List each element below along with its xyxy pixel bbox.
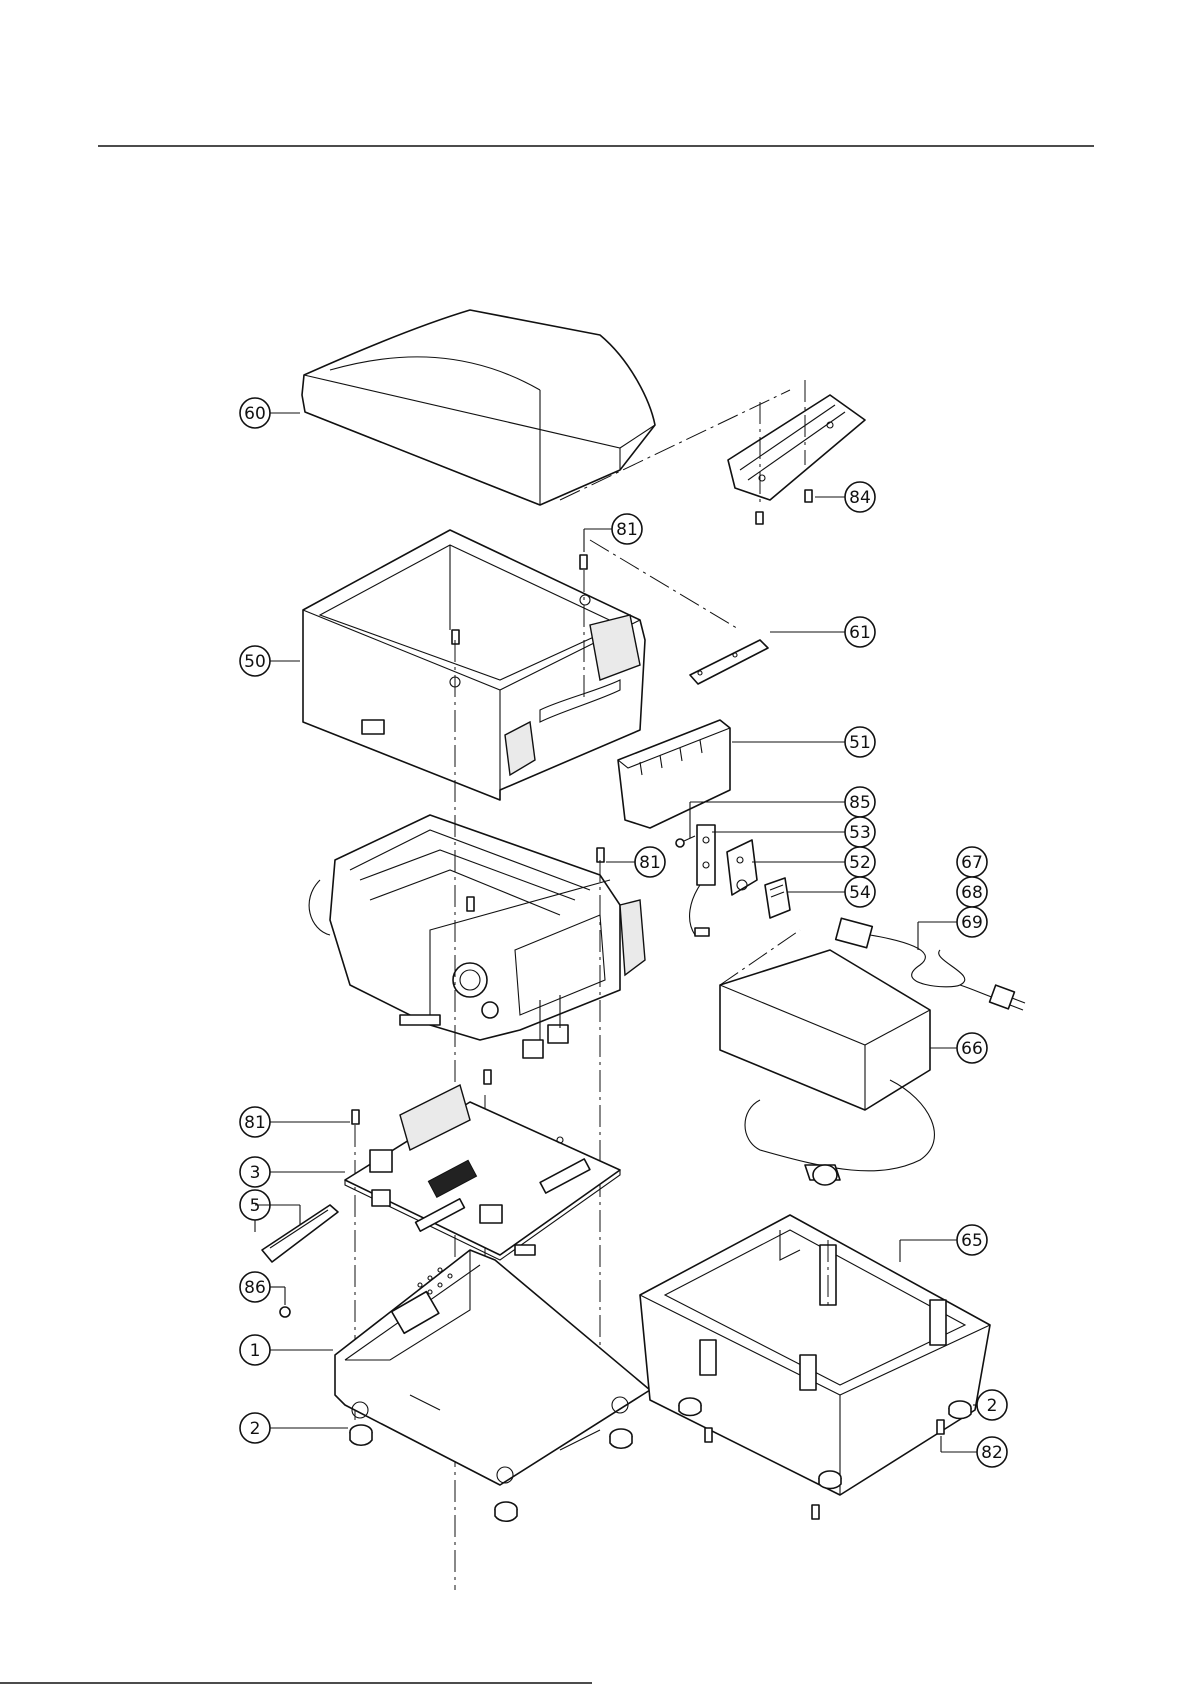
svg-text:81: 81 xyxy=(244,1113,266,1133)
svg-text:85: 85 xyxy=(849,793,871,813)
callout-82: 82 xyxy=(941,1436,1007,1467)
svg-text:60: 60 xyxy=(244,404,266,424)
callout-3: 3 xyxy=(240,1157,345,1187)
svg-text:2: 2 xyxy=(250,1419,261,1439)
svg-text:5: 5 xyxy=(250,1196,261,1216)
callout-86: 86 xyxy=(240,1272,285,1305)
svg-text:67: 67 xyxy=(961,853,983,873)
screw-81-mech xyxy=(597,848,604,862)
callout-1: 1 xyxy=(240,1335,333,1365)
callout-53: 53 xyxy=(712,817,875,847)
cutter-bracket-part xyxy=(728,380,865,524)
foot-rubber-right xyxy=(610,1429,632,1448)
screw-81-mech-2 xyxy=(467,897,474,911)
screw-housing-2 xyxy=(812,1505,819,1519)
base-frame-part xyxy=(335,1250,650,1485)
front-panel-part xyxy=(618,720,730,828)
callout-52: 52 xyxy=(752,847,875,877)
callout-81-mech: 81 xyxy=(606,847,665,877)
svg-text:61: 61 xyxy=(849,623,871,643)
main-board-part xyxy=(345,1085,620,1260)
screw-81-board-2 xyxy=(484,1070,491,1084)
bracket-bar-part xyxy=(690,640,768,684)
upper-case-part xyxy=(303,530,645,800)
power-adapter-part xyxy=(720,950,934,1185)
svg-text:2: 2 xyxy=(987,1396,998,1416)
callout-67: 67 xyxy=(957,847,987,877)
callout-50: 50 xyxy=(240,646,300,676)
callout-51: 51 xyxy=(732,727,875,757)
svg-text:53: 53 xyxy=(849,823,871,843)
callout-81-top: 81 xyxy=(584,514,642,552)
callout-65: 65 xyxy=(900,1225,987,1262)
printer-mechanism-part xyxy=(309,815,645,1058)
svg-text:69: 69 xyxy=(961,913,983,933)
svg-text:86: 86 xyxy=(244,1278,266,1298)
svg-text:65: 65 xyxy=(961,1231,983,1251)
callout-5: 5 xyxy=(240,1190,300,1232)
callout-84: 84 xyxy=(815,482,875,512)
foot-rubber-housing-1 xyxy=(679,1398,701,1416)
svg-text:54: 54 xyxy=(849,883,871,903)
svg-text:1: 1 xyxy=(250,1341,261,1361)
svg-text:66: 66 xyxy=(961,1039,983,1059)
foot-rubber-housing-3 xyxy=(949,1401,971,1419)
callout-81-board: 81 xyxy=(240,1107,350,1137)
svg-text:50: 50 xyxy=(244,652,266,672)
screw-82 xyxy=(937,1420,944,1434)
svg-text:84: 84 xyxy=(849,488,871,508)
screw-86 xyxy=(280,1307,290,1317)
foot-rubber-front xyxy=(495,1502,517,1521)
screw-housing-1 xyxy=(705,1428,712,1442)
svg-text:3: 3 xyxy=(250,1163,261,1183)
svg-text:81: 81 xyxy=(616,520,638,540)
switch-board-part xyxy=(690,825,715,936)
lower-housing-part xyxy=(640,1215,990,1495)
svg-text:68: 68 xyxy=(961,883,983,903)
callout-66: 66 xyxy=(930,1033,987,1063)
foot-rubber-housing-2 xyxy=(819,1471,841,1489)
screw-85 xyxy=(676,836,695,847)
svg-text:52: 52 xyxy=(849,853,871,873)
label-sticker-part xyxy=(765,878,790,918)
callout-54: 54 xyxy=(788,877,875,907)
svg-text:81: 81 xyxy=(639,853,661,873)
callout-2-left: 2 xyxy=(240,1413,348,1443)
foot-rubber-left xyxy=(350,1425,372,1445)
callout-69: 69 xyxy=(918,907,987,950)
svg-text:82: 82 xyxy=(981,1443,1003,1463)
screw-81-board xyxy=(352,1110,359,1124)
callout-60: 60 xyxy=(240,398,300,428)
svg-text:51: 51 xyxy=(849,733,871,753)
callout-61: 61 xyxy=(770,617,875,647)
switch-cover-part xyxy=(727,840,757,895)
top-cover-part xyxy=(302,310,655,505)
callout-68: 68 xyxy=(957,877,987,907)
